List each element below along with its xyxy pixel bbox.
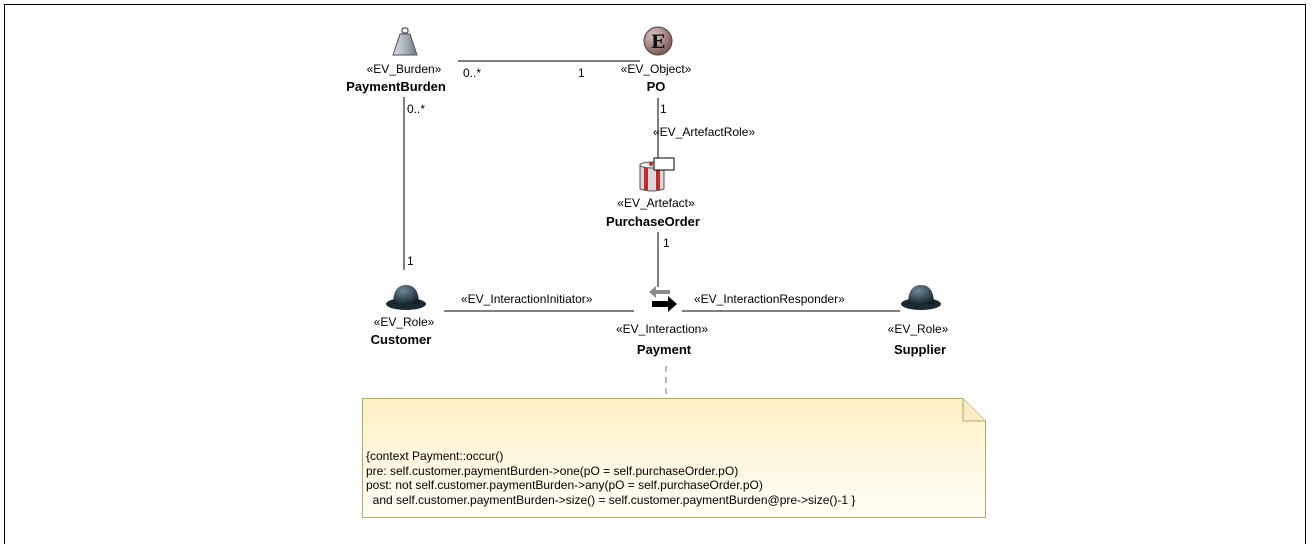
artefact-payment-mult: 1 bbox=[663, 236, 670, 250]
interaction-responder-stereotype: «EV_InteractionResponder» bbox=[694, 292, 845, 306]
payment-name[interactable]: Payment bbox=[636, 342, 692, 357]
customer-stereotype: «EV_Role» bbox=[373, 315, 435, 329]
note-line: pre: self.customer.paymentBurden->one(pO… bbox=[366, 463, 739, 478]
purchase-order-stereotype: «EV_Artefact» bbox=[617, 196, 695, 210]
customer-name[interactable]: Customer bbox=[370, 332, 432, 347]
note-line: post: not self.customer.paymentBurden->a… bbox=[366, 478, 763, 492]
note-line: {context Payment::occur() bbox=[366, 449, 504, 463]
bowler-hat-icon bbox=[386, 285, 426, 310]
artefact-role-stereotype: «EV_ArtefactRole» bbox=[653, 125, 756, 139]
svg-text:E: E bbox=[651, 31, 665, 53]
ocl-constraint-text: {context Payment::occur()pre: self.custo… bbox=[366, 449, 855, 507]
bowler-hat-icon bbox=[901, 285, 941, 310]
burden-po-source-mult: 0..* bbox=[463, 66, 482, 80]
po-artefact-mult: 1 bbox=[660, 102, 667, 116]
purchase-order-name[interactable]: PurchaseOrder bbox=[606, 214, 700, 229]
supplier-name[interactable]: Supplier bbox=[893, 342, 947, 357]
interaction-initiator-stereotype: «EV_InteractionInitiator» bbox=[461, 292, 593, 306]
ocl-constraint-note[interactable] bbox=[362, 398, 986, 518]
weight-icon bbox=[392, 27, 418, 56]
burden-customer-source-mult: 0..* bbox=[407, 102, 426, 116]
supplier-stereotype: «EV_Role» bbox=[887, 322, 949, 336]
diagram-frame bbox=[4, 4, 1306, 544]
payment-burden-stereotype: «EV_Burden» bbox=[366, 62, 442, 76]
artefact-icon bbox=[639, 157, 675, 192]
entity-e-icon: E bbox=[643, 26, 673, 56]
payment-burden-name[interactable]: PaymentBurden bbox=[346, 79, 446, 94]
burden-po-target-mult: 1 bbox=[578, 66, 585, 80]
payment-stereotype: «EV_Interaction» bbox=[615, 322, 709, 336]
burden-customer-target-mult: 1 bbox=[407, 254, 414, 268]
interaction-arrows-icon bbox=[649, 286, 677, 312]
po-name[interactable]: PO bbox=[646, 79, 666, 94]
note-line: and self.customer.paymentBurden->size() … bbox=[366, 492, 856, 507]
po-stereotype: «EV_Object» bbox=[620, 62, 692, 76]
